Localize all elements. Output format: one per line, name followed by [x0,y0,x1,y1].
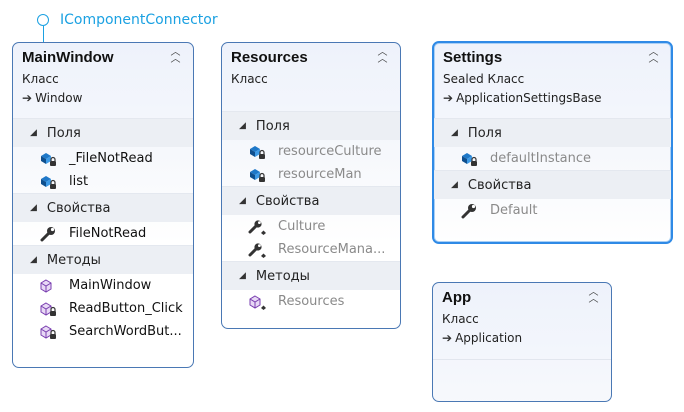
class-box-app[interactable]: App Класс ➔Application ︿︿ [432,282,612,402]
section-methods[interactable]: ◢ Методы [13,245,193,274]
class-name: Resources [231,49,308,66]
class-kind: Класс [231,72,268,86]
class-kind: Класс [22,72,59,86]
member-name: resourceMan [278,167,362,182]
field-private-icon [248,144,268,160]
method-private-icon [39,324,59,340]
expand-triangle-icon: ◢ [30,255,37,265]
member-name: SearchWordBut... [69,324,182,339]
property-icon [460,203,480,219]
expand-triangle-icon: ◢ [239,271,246,281]
section-title: Поля [467,125,502,141]
class-base: ➔ApplicationSettingsBase [443,91,671,105]
class-box-settings[interactable]: Settings Sealed Класс ➔ApplicationSettin… [432,41,673,244]
section-methods[interactable]: ◢ Методы [222,261,400,290]
expand-triangle-icon: ◢ [451,180,458,190]
member-method[interactable]: MainWindow [13,274,193,297]
member-name: Resources [278,294,345,309]
interface-label: IComponentConnector [60,12,218,28]
section-properties[interactable]: ◢ Свойства [222,186,400,215]
member-name: FileNotRead [69,226,147,241]
inheritance-arrow-icon: ➔ [22,91,33,105]
class-name: MainWindow [22,49,114,66]
member-field[interactable]: list [13,170,193,193]
interface-lollipop: IComponentConnector [34,10,254,42]
inheritance-arrow-icon: ➔ [443,91,454,105]
property-internal-icon [248,242,268,258]
collapse-chevron-icon[interactable]: ︿︿ [377,47,388,65]
base-class-name: Window [35,91,83,105]
member-method[interactable]: SearchWordBut... [13,320,193,343]
member-field[interactable]: resourceMan [222,163,400,186]
class-header[interactable]: Resources Класс ︿︿ [222,43,400,111]
member-field[interactable]: defaultInstance [434,147,671,170]
section-title: Свойства [255,193,320,209]
collapse-chevron-icon[interactable]: ︿︿ [170,47,181,65]
base-class-name: ApplicationSettingsBase [456,91,602,105]
expand-triangle-icon: ◢ [451,128,458,138]
section-fields[interactable]: ◢ Поля [434,118,671,147]
member-method[interactable]: Resources [222,290,400,313]
base-class-name: Application [455,331,523,345]
section-properties[interactable]: ◢ Свойства [13,193,193,222]
property-icon [39,226,59,242]
expand-triangle-icon: ◢ [30,203,37,213]
member-name: list [69,174,89,189]
section-title: Свойства [467,177,532,193]
section-fields[interactable]: ◢ Поля [13,118,193,147]
method-private-icon [39,301,59,317]
divider [433,359,611,360]
collapse-chevron-icon[interactable]: ︿︿ [648,47,659,65]
member-name: ReadButton_Click [69,301,183,316]
member-property[interactable]: Default [434,199,671,222]
section-title: Поля [46,125,81,141]
member-name: ResourceMana... [278,242,386,257]
member-name: defaultInstance [490,151,592,166]
class-kind: Sealed Класс [443,72,525,86]
method-icon [39,278,59,294]
class-box-resources[interactable]: Resources Класс ︿︿ ◢ Поля resourceCulture… [221,42,401,329]
inheritance-arrow-icon: ➔ [442,331,453,345]
member-name: Culture [278,219,326,234]
section-properties[interactable]: ◢ Свойства [434,170,671,199]
member-name: Default [490,203,538,218]
class-name: App [442,289,472,306]
member-name: resourceCulture [278,144,382,159]
member-method[interactable]: ReadButton_Click [13,297,193,320]
section-title: Поля [255,118,290,134]
section-title: Свойства [46,200,111,216]
member-field[interactable]: _FileNotRead [13,147,193,170]
section-title: Методы [46,252,101,268]
class-header[interactable]: MainWindow Класс ➔Window ︿︿ [13,43,193,118]
interface-circle-icon [37,14,49,26]
class-base: ➔Application [442,331,611,345]
member-property[interactable]: ResourceMana... [222,238,400,261]
expand-triangle-icon: ◢ [239,121,246,131]
collapse-chevron-icon[interactable]: ︿︿ [588,287,599,305]
interface-connector-line [42,26,44,42]
section-fields[interactable]: ◢ Поля [222,111,400,140]
field-private-icon [39,174,59,190]
class-box-mainwindow[interactable]: MainWindow Класс ➔Window ︿︿ ◢ Поля _FileN… [12,42,194,368]
member-property[interactable]: FileNotRead [13,222,193,245]
method-internal-icon [248,294,268,310]
class-kind: Класс [442,312,479,326]
field-private-icon [248,167,268,183]
class-header[interactable]: Settings Sealed Класс ➔ApplicationSettin… [434,43,671,118]
expand-triangle-icon: ◢ [239,196,246,206]
expand-triangle-icon: ◢ [30,128,37,138]
member-name: _FileNotRead [69,151,153,166]
member-field[interactable]: resourceCulture [222,140,400,163]
class-base: ➔Window [22,91,193,105]
field-private-icon [39,151,59,167]
field-private-icon [460,151,480,167]
member-name: MainWindow [69,278,152,293]
class-header[interactable]: App Класс ➔Application ︿︿ [433,283,611,358]
property-internal-icon [248,219,268,235]
class-name: Settings [443,49,503,66]
section-title: Методы [255,268,310,284]
member-property[interactable]: Culture [222,215,400,238]
